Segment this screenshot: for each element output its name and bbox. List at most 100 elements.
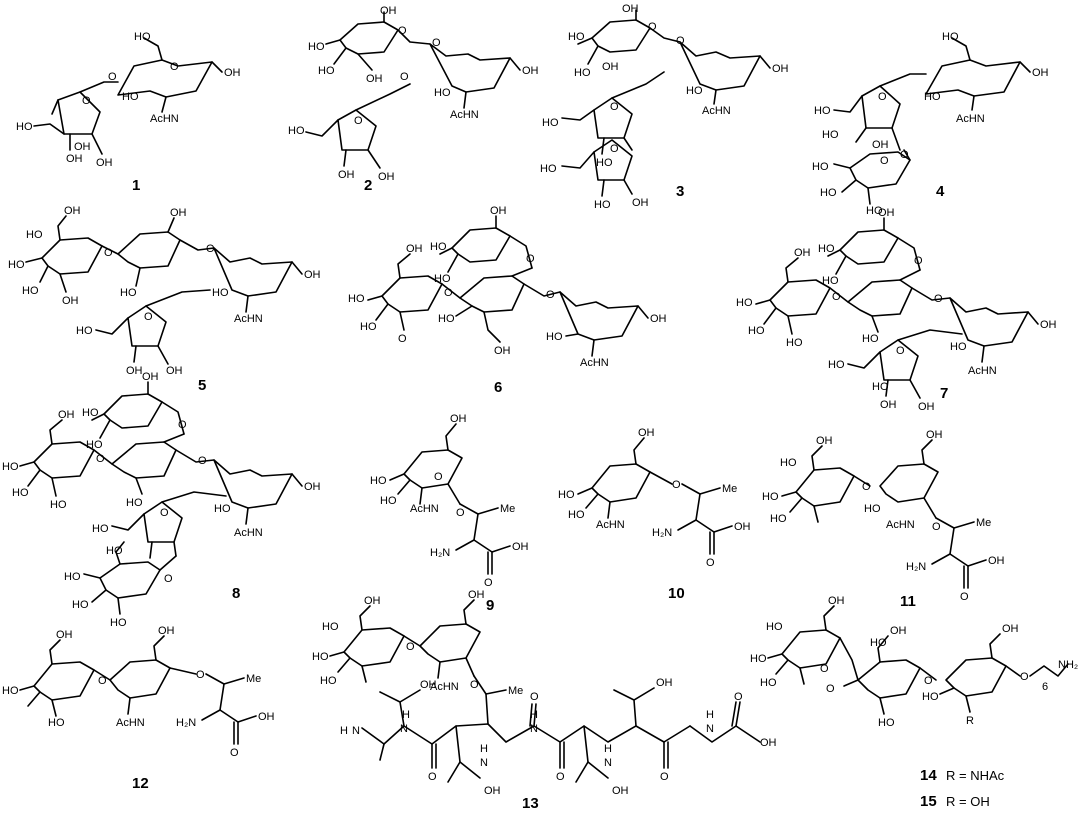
label: HO	[568, 31, 585, 43]
label: OH	[650, 313, 667, 325]
label: O	[960, 591, 969, 603]
label: OH	[64, 205, 81, 217]
label: HO	[22, 285, 39, 297]
label: HO	[870, 637, 887, 649]
compound-number: 13	[522, 795, 539, 812]
label: O	[878, 91, 887, 103]
label: O	[428, 771, 437, 783]
label: N	[706, 723, 714, 735]
label: HO	[106, 545, 123, 557]
compound-number: 12	[132, 775, 149, 792]
label: O	[734, 691, 743, 703]
label: HO	[594, 199, 611, 211]
label: OH	[364, 595, 381, 607]
label: HO	[822, 129, 839, 141]
label: HO	[786, 337, 803, 349]
label: O	[934, 293, 943, 305]
label: H	[604, 743, 612, 755]
label: AcHN	[968, 365, 997, 377]
label: O	[160, 507, 169, 519]
label: OH	[224, 67, 241, 79]
label: O	[164, 573, 173, 585]
label: N	[400, 723, 408, 735]
label: HO	[736, 297, 753, 309]
label: H₂N	[906, 561, 926, 573]
label: OH	[926, 429, 943, 441]
label: HO	[568, 509, 585, 521]
label: HO	[348, 293, 365, 305]
label: R	[966, 715, 974, 727]
label: OH	[512, 541, 529, 553]
label: OH	[380, 5, 397, 17]
label: HO	[942, 31, 959, 43]
label: OH	[468, 589, 485, 601]
label: O	[924, 675, 933, 687]
label: O	[354, 115, 363, 127]
label: HO	[214, 503, 231, 515]
label: OH	[872, 139, 889, 151]
label: HO	[8, 259, 25, 271]
label: H	[706, 709, 714, 721]
label: OH	[1032, 67, 1049, 79]
compound-number: 2	[364, 177, 372, 194]
label: O	[470, 679, 479, 691]
label: O	[900, 149, 909, 161]
label: O	[444, 287, 453, 299]
label: O	[104, 247, 113, 259]
compound-number: 15	[920, 793, 937, 810]
label: O	[832, 291, 841, 303]
label: AcHN	[410, 503, 439, 515]
label: OH	[74, 141, 91, 153]
label: HO	[864, 503, 881, 515]
label: HO	[872, 381, 889, 393]
label: HO	[862, 333, 879, 345]
label: OH	[602, 61, 619, 73]
label: OH	[490, 205, 507, 217]
label: O	[914, 255, 923, 267]
label: HO	[288, 125, 305, 137]
label: HO	[122, 91, 139, 103]
label: O	[880, 155, 889, 167]
label: OH	[794, 247, 811, 259]
label: OH	[494, 345, 511, 357]
compound-12: OH OH HO O HO AcHN O Me H₂N OH O 12	[2, 625, 275, 792]
label: HO	[72, 599, 89, 611]
label: OH	[1040, 319, 1057, 331]
label: OH	[338, 169, 355, 181]
label: OH	[632, 197, 649, 209]
compound-number: 9	[486, 597, 494, 614]
label: O	[660, 771, 669, 783]
label: HO	[92, 523, 109, 535]
label: HO	[434, 273, 451, 285]
label: OH	[890, 625, 907, 637]
label: OH	[1002, 623, 1019, 635]
compound-number: 7	[940, 385, 948, 402]
label: HO	[780, 457, 797, 469]
label: O	[434, 471, 443, 483]
label: HO	[64, 571, 81, 583]
label: O	[610, 101, 619, 113]
label: HO	[770, 513, 787, 525]
label: Me	[976, 517, 991, 529]
label: Me	[722, 483, 737, 495]
label: O	[170, 61, 179, 73]
label: O	[144, 311, 153, 323]
label: OH	[828, 595, 845, 607]
label: HO	[750, 653, 767, 665]
label: HO	[596, 157, 613, 169]
label: HO	[82, 407, 99, 419]
label: AcHN	[430, 681, 459, 693]
label: HO	[110, 617, 127, 629]
label: HO	[370, 475, 387, 487]
label: HO	[312, 651, 329, 663]
label: HO	[120, 287, 137, 299]
label: HO	[2, 685, 19, 697]
label: O	[178, 419, 187, 431]
compound-10: OH HO HO AcHN O Me H₂N OH O 10	[558, 427, 751, 602]
label: HO	[318, 65, 335, 77]
label: N	[604, 757, 612, 769]
label: HO	[766, 621, 783, 633]
label: AcHN	[116, 717, 145, 729]
label: OH	[988, 555, 1005, 567]
label: HO	[134, 31, 151, 43]
